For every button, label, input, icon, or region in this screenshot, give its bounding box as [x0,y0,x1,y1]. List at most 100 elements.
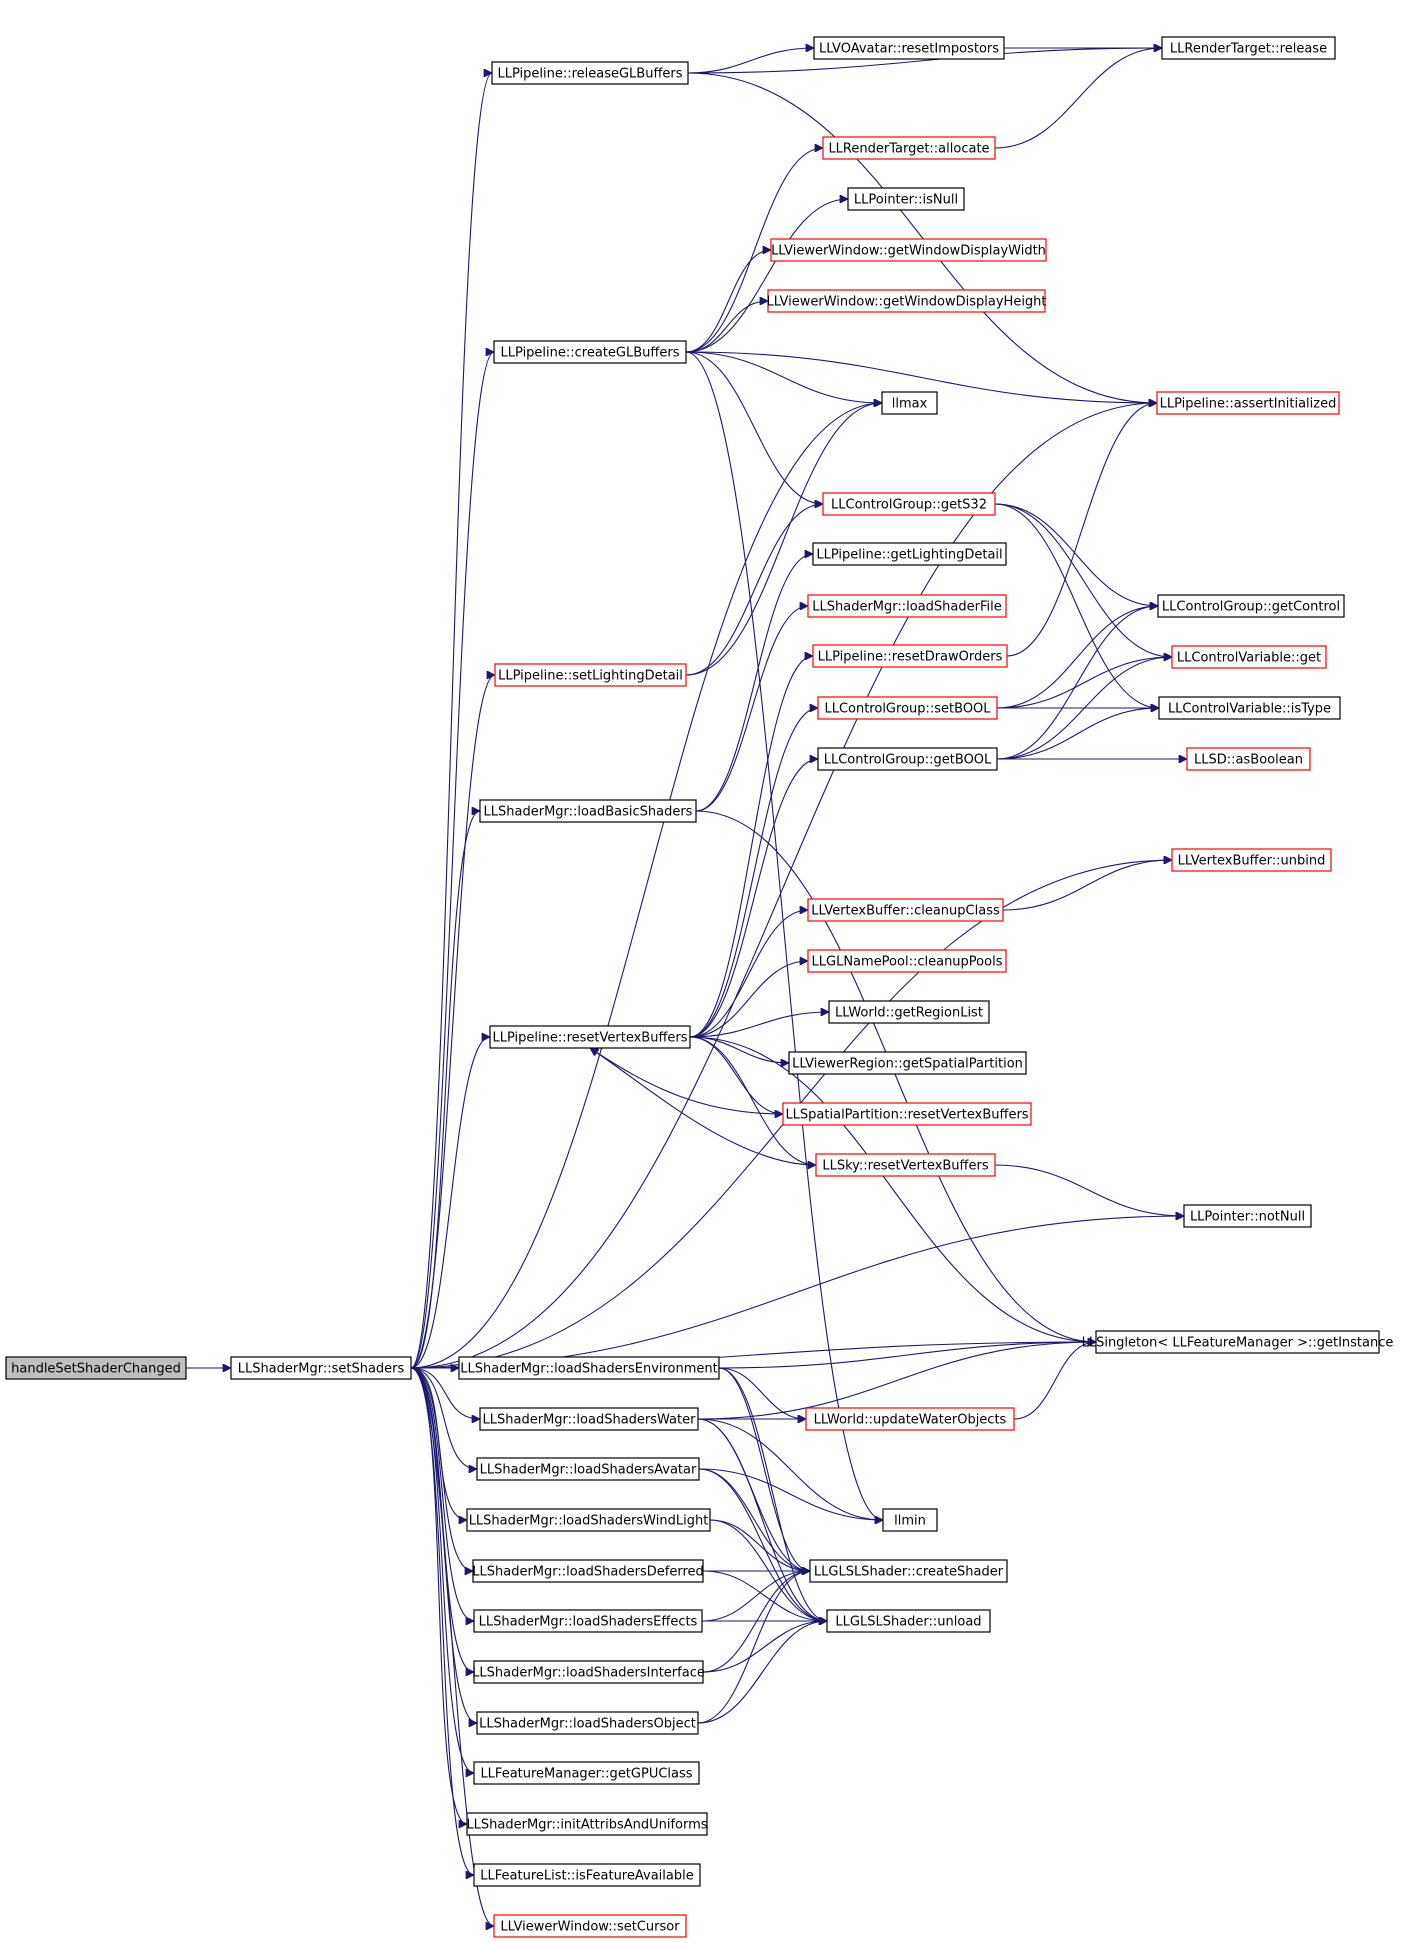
node-label: LLControlGroup::getControl [1162,600,1340,615]
graph-node[interactable]: LLVertexBuffer::unbind [1171,848,1332,872]
node-box [788,1051,1027,1075]
graph-node[interactable]: LLShaderMgr::loadShadersWater [479,1407,699,1431]
node-box [1171,848,1332,872]
edge-n1-n9 [410,352,494,1369]
graph-node[interactable]: llmin [882,1508,938,1532]
graph-node[interactable]: LLRenderTarget::release [1161,36,1336,60]
graph-node[interactable]: LLShaderMgr::loadShadersInterface [472,1660,705,1684]
node-box [489,1025,691,1049]
graph-node[interactable]: LLControlGroup::getBOOL [817,747,998,771]
node-box [1095,1330,1380,1354]
node-label: LLControlVariable::get [1177,651,1321,666]
node-label: LLViewerWindow::getWindowDisplayWidth [771,244,1046,259]
node-box [458,1356,720,1380]
graph-node[interactable]: LLFeatureManager::getGPUClass [473,1761,700,1785]
graph-node[interactable]: LLShaderMgr::setShaders [230,1356,412,1380]
edge-n34-n33 [718,1342,1096,1369]
node-label: LLShaderMgr::loadShaderFile [812,600,1001,615]
graph-node[interactable]: LLShaderMgr::loadShadersAvatar [476,1457,700,1481]
graph-node[interactable]: LLPointer::notNull [1183,1204,1312,1228]
edge-n9-n10 [685,351,882,403]
graph-node[interactable]: LLPipeline::setLightingDetail [494,663,687,687]
graph-node[interactable]: LLPipeline::assertInitialized [1156,391,1340,415]
graph-node[interactable]: LLGLSLShader::createShader [809,1559,1008,1583]
graph-node[interactable]: LLPipeline::createGLBuffers [493,340,687,364]
graph-node[interactable]: LLViewerRegion::getSpatialPartition [788,1051,1027,1075]
graph-node[interactable]: LLVOAvatar::resetImpostors [813,36,1005,60]
edge-n28-n25 [689,910,808,1038]
graph-node[interactable]: LLControlVariable::get [1171,645,1327,669]
node-box [1157,594,1345,618]
edge-n35-n33 [697,1342,1096,1420]
graph-node[interactable]: LLControlVariable::isType [1158,696,1341,720]
node-label: LLWorld::getRegionList [835,1006,983,1021]
graph-node[interactable]: LLShaderMgr::initAttribsAndUniforms [466,1812,708,1836]
node-box [812,644,1008,668]
graph-node[interactable]: LLShaderMgr::loadBasicShaders [479,799,697,823]
edge-n34-n36 [718,1367,806,1419]
graph-node[interactable]: LLGLNamePool::cleanupPools [807,949,1007,973]
edge-n28-n16 [689,656,813,1038]
edge-n9-n5 [685,148,823,353]
node-label: llmax [892,397,928,412]
graph-node[interactable]: llmax [881,391,938,415]
node-label: LLVertexBuffer::unbind [1178,854,1326,869]
node-box [822,492,996,516]
graph-node[interactable]: handleSetShaderChanged [5,1356,187,1380]
node-label: LLPipeline::getLightingDetail [816,548,1002,563]
edge-n1-n28 [410,1037,490,1369]
node-label: LLPointer::isNull [854,193,958,208]
graph-node[interactable]: LLGLSLShader::unload [826,1609,991,1633]
graph-node[interactable]: LLShaderMgr::loadShadersObject [476,1711,699,1735]
edge-n40-n43 [702,1570,827,1621]
edge-n19-n15 [996,606,1158,709]
graph-node[interactable]: LLViewerWindow::setCursor [493,1914,687,1938]
graph-node[interactable]: LLWorld::getRegionList [828,1000,990,1024]
graph-node[interactable]: LLVertexBuffer::cleanupClass [807,898,1004,922]
graph-node[interactable]: LLShaderMgr::loadShadersDeferred [472,1559,704,1583]
node-box [770,238,1047,262]
graph-node[interactable]: LLPipeline::getLightingDetail [812,542,1007,566]
graph-node[interactable]: LLRenderTarget::allocate [822,136,996,160]
graph-node[interactable]: LLSingleton< LLFeatureManager >::getInst… [1082,1330,1394,1354]
node-label: LLShaderMgr::loadShadersEnvironment [460,1362,718,1377]
edge-n45-n41 [697,1571,810,1724]
node-label: LLControlVariable::isType [1168,702,1331,717]
edge-n2-n4 [687,48,1162,74]
graph-node[interactable]: LLPipeline::resetVertexBuffers [489,1025,691,1049]
node-box [828,1000,990,1024]
edge-n2-n11 [687,72,1157,403]
graph-node[interactable]: LLShaderMgr::loadShaderFile [807,594,1007,618]
graph-node[interactable]: LLWorld::updateWaterObjects [805,1407,1015,1431]
node-label: LLVertexBuffer::cleanupClass [811,904,1000,919]
edge-n37-n38 [698,1468,883,1520]
graph-node[interactable]: LLShaderMgr::loadShadersWindLight [466,1508,711,1532]
node-box [491,61,689,85]
graph-node[interactable]: LLPipeline::releaseGLBuffers [491,61,689,85]
node-box [881,391,938,415]
node-box [493,1914,687,1938]
graph-node[interactable]: LLSpatialPartition::resetVertexBuffers [782,1102,1032,1126]
graph-node[interactable]: LLPointer::isNull [847,187,965,211]
graph-node[interactable]: LLSky::resetVertexBuffers [815,1153,996,1177]
graph-node[interactable]: LLFeatureList::isFeatureAvailable [473,1863,701,1887]
graph-node[interactable]: LLControlGroup::setBOOL [817,696,998,720]
graph-node[interactable]: LLShaderMgr::loadShadersEffects [473,1609,703,1633]
node-box [1183,1204,1312,1228]
graph-node[interactable]: LLPipeline::resetDrawOrders [812,644,1008,668]
edge-n42-n41 [701,1571,810,1622]
graph-node[interactable]: LLControlGroup::getS32 [822,492,996,516]
node-box [472,1559,704,1583]
node-box [1186,747,1311,771]
node-label: LLGLSLShader::unload [835,1615,981,1630]
node-box [1156,391,1340,415]
graph-node[interactable]: LLSD::asBoolean [1186,747,1311,771]
node-label: LLPipeline::createGLBuffers [501,346,680,361]
node-label: llmin [894,1514,926,1529]
graph-node[interactable]: LLShaderMgr::loadShadersEnvironment [458,1356,720,1380]
graph-node[interactable]: LLViewerWindow::getWindowDisplayWidth [770,238,1047,262]
edge-n16-n11 [1006,403,1157,657]
graph-node[interactable]: LLControlGroup::getControl [1157,594,1345,618]
graph-node[interactable]: LLViewerWindow::getWindowDisplayHeight [766,289,1047,313]
